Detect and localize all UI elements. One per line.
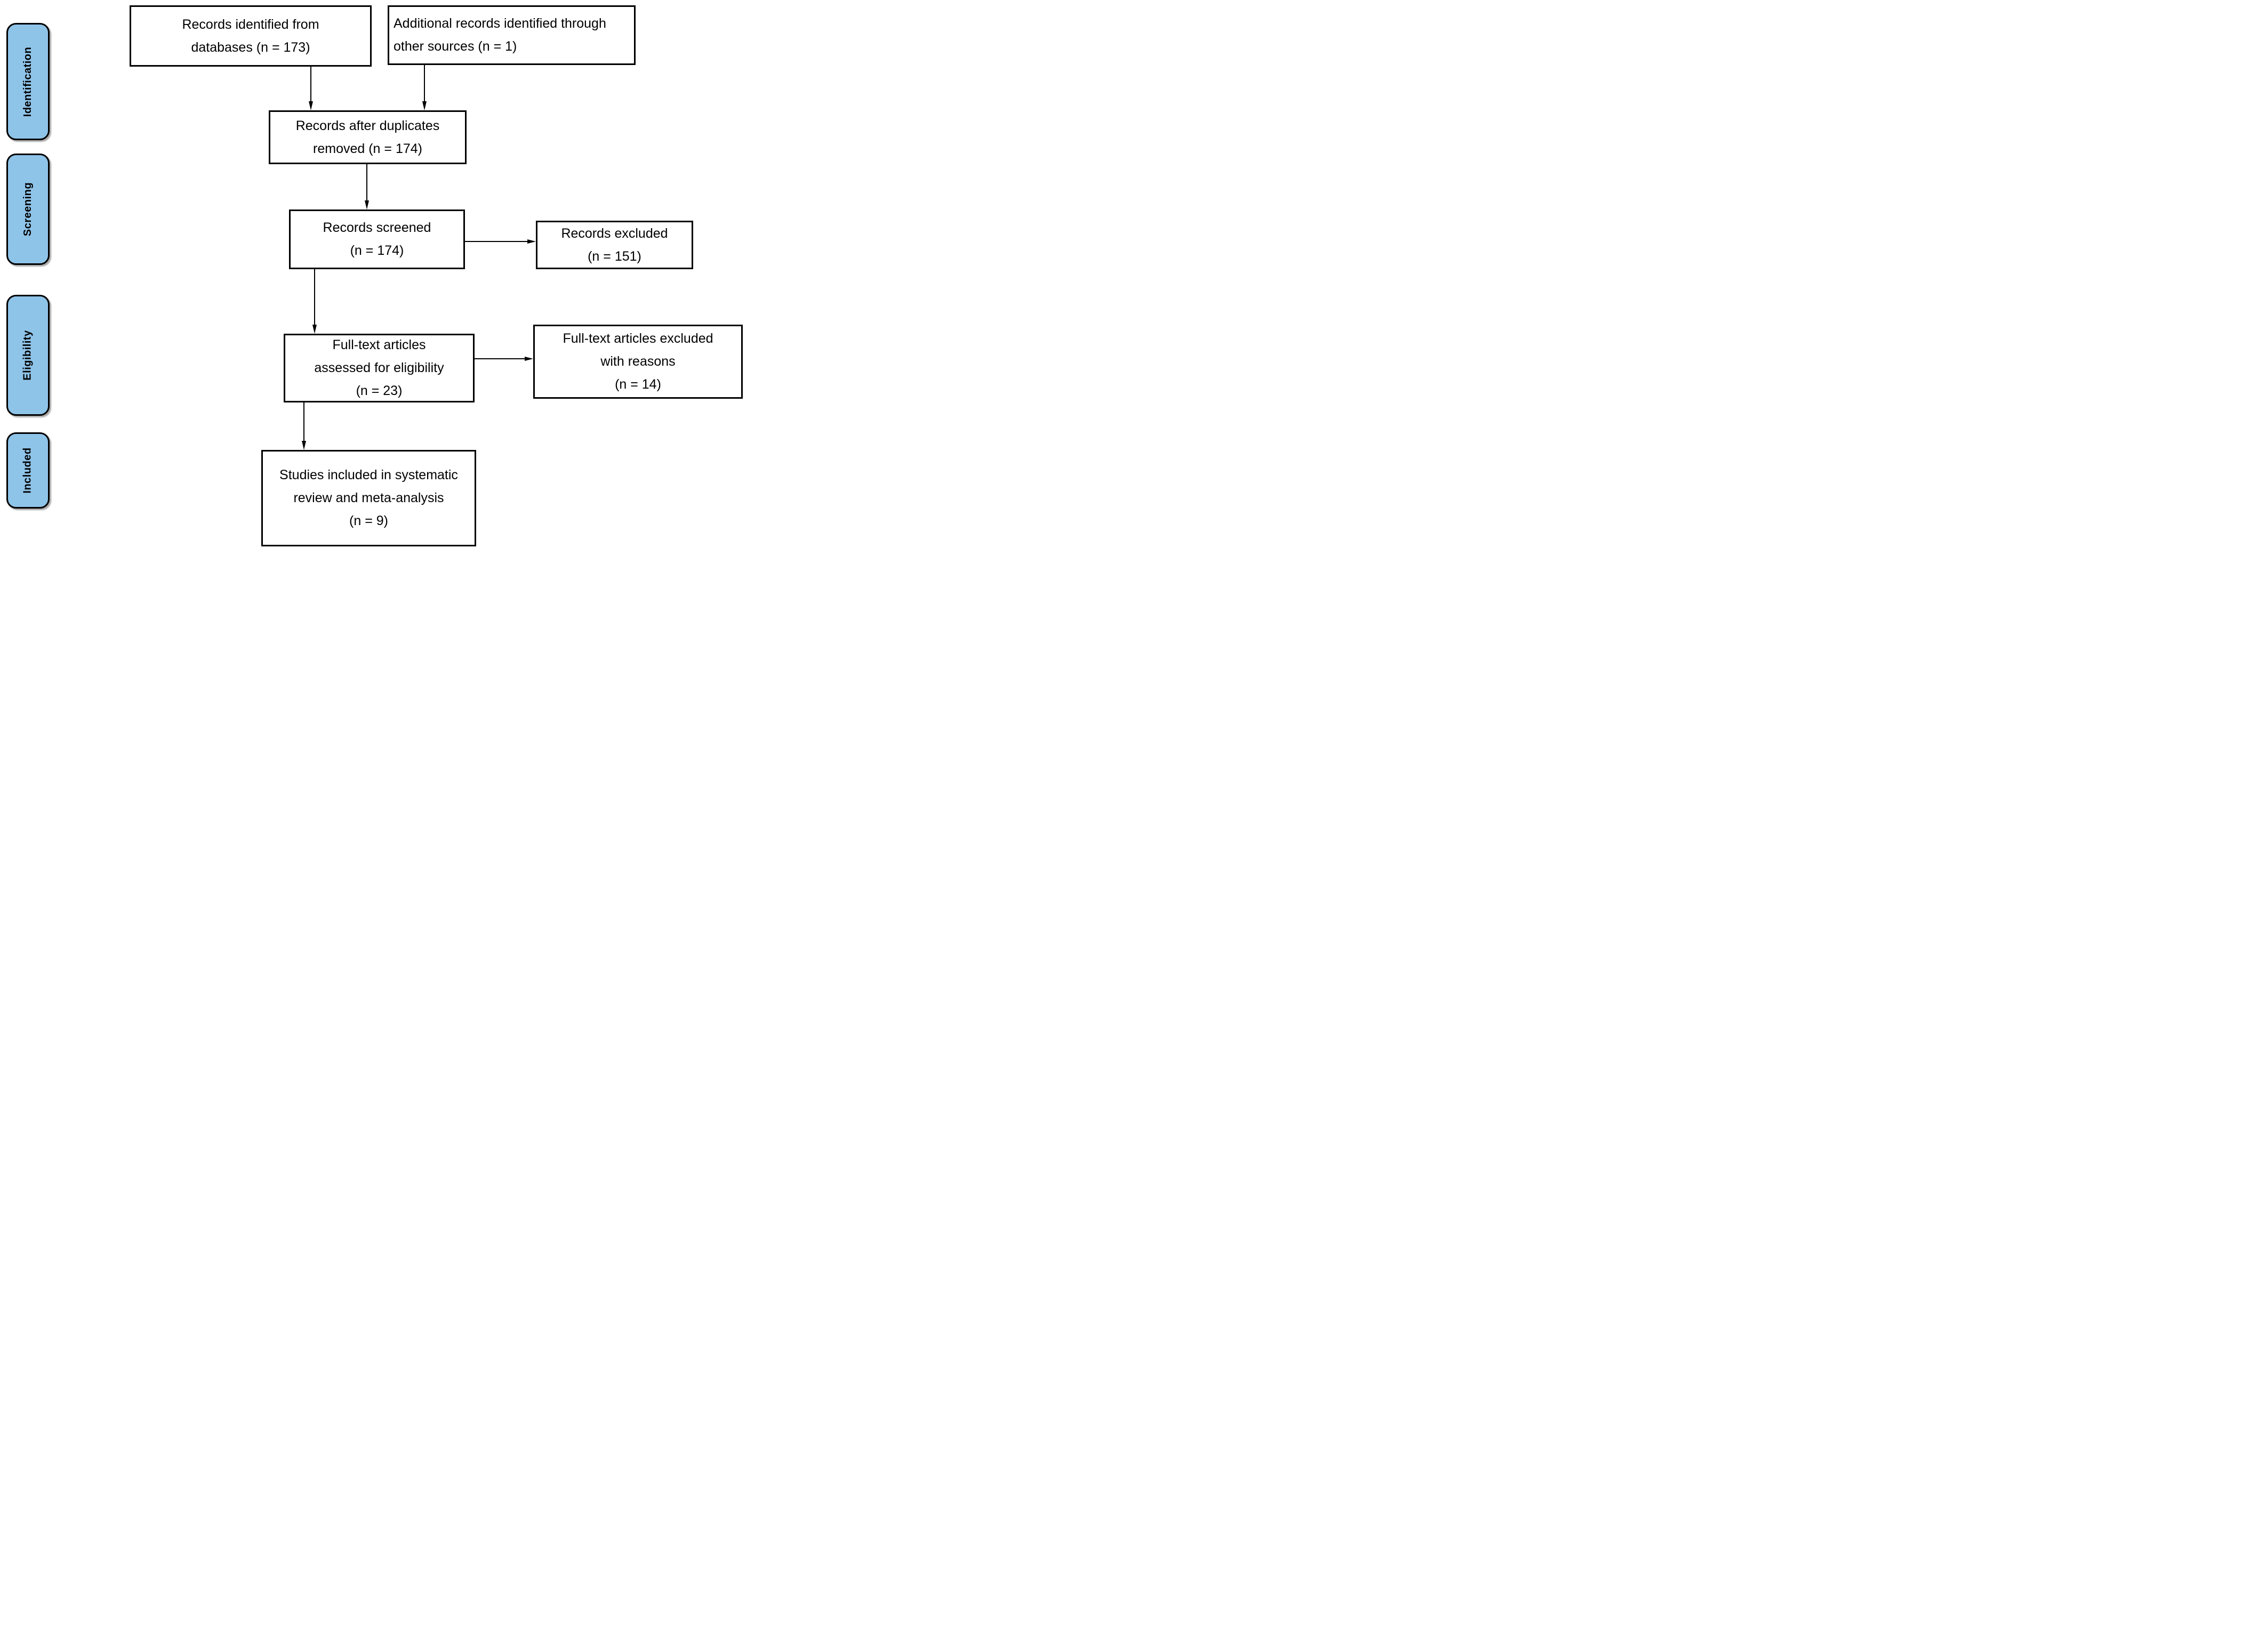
stage-label: Screening: [22, 182, 34, 237]
box-fulltext-assessed: Full-text articles assessed for eligibil…: [284, 334, 475, 402]
box-after-duplicates: Records after duplicates removed (n = 17…: [269, 110, 467, 164]
box-text-line: Records identified from: [182, 17, 319, 32]
arrow-screened-to-fulltext-line: [314, 269, 315, 325]
stage-identification: Identification: [6, 23, 50, 140]
arrow-fulltext-to-included-head: [302, 441, 306, 450]
arrow-duplicates-to-screened-line: [366, 164, 367, 201]
box-text-line: (n = 14): [615, 377, 661, 392]
arrow-additional-to-duplicates-line: [424, 65, 425, 102]
arrow-screened-to-excluded-line: [465, 241, 528, 242]
box-text-line: Records screened: [323, 220, 431, 235]
box-text-line: other sources (n = 1): [394, 39, 517, 54]
box-text-line: Records excluded: [561, 225, 668, 241]
box-fulltext-excluded: Full-text articles excluded with reasons…: [533, 325, 743, 399]
arrow-screened-to-fulltext-head: [312, 325, 317, 334]
box-text-line: (n = 9): [349, 513, 388, 528]
stage-label: Included: [22, 447, 34, 494]
arrow-additional-to-duplicates-head: [422, 101, 427, 110]
arrow-identified-to-duplicates-line: [310, 67, 311, 102]
box-text-line: Studies included in systematic: [279, 468, 458, 482]
box-text-line: (n = 174): [350, 243, 404, 258]
box-text-line: Records after duplicates: [295, 118, 440, 133]
stage-included: Included: [6, 432, 50, 509]
arrow-identified-to-duplicates-head: [309, 101, 313, 110]
box-text-line: Additional records identified through: [394, 16, 606, 31]
arrow-fulltext-to-included-line: [303, 402, 304, 441]
box-text-line: review and meta-analysis: [293, 490, 444, 505]
stage-screening: Screening: [6, 154, 50, 265]
box-text-line: assessed for eligibility: [314, 360, 444, 375]
box-text-line: Full-text articles: [332, 337, 426, 352]
box-text-line: with reasons: [600, 354, 676, 369]
box-text-line: Full-text articles excluded: [563, 331, 713, 346]
box-text-line: removed (n = 174): [313, 141, 422, 156]
box-text-line: databases (n = 173): [191, 39, 310, 55]
prisma-flow-diagram: Identification Screening Eligibility Inc…: [0, 0, 749, 551]
box-text-line: (n = 23): [356, 383, 403, 398]
stage-eligibility: Eligibility: [6, 295, 50, 416]
box-text-line: (n = 151): [588, 248, 641, 264]
stage-label: Identification: [22, 46, 34, 117]
stage-label: Eligibility: [22, 330, 34, 381]
box-records-identified: Records identified from databases (n = 1…: [130, 5, 372, 67]
arrow-fulltext-to-excluded-head: [525, 357, 533, 361]
box-additional-records: Additional records identified through ot…: [388, 5, 636, 65]
arrow-fulltext-to-excluded-line: [475, 358, 525, 359]
box-studies-included: Studies included in systematic review an…: [261, 450, 476, 546]
box-records-excluded: Records excluded (n = 151): [536, 221, 693, 269]
arrow-duplicates-to-screened-head: [365, 200, 369, 209]
box-records-screened: Records screened (n = 174): [289, 209, 465, 269]
arrow-screened-to-excluded-head: [527, 239, 536, 244]
